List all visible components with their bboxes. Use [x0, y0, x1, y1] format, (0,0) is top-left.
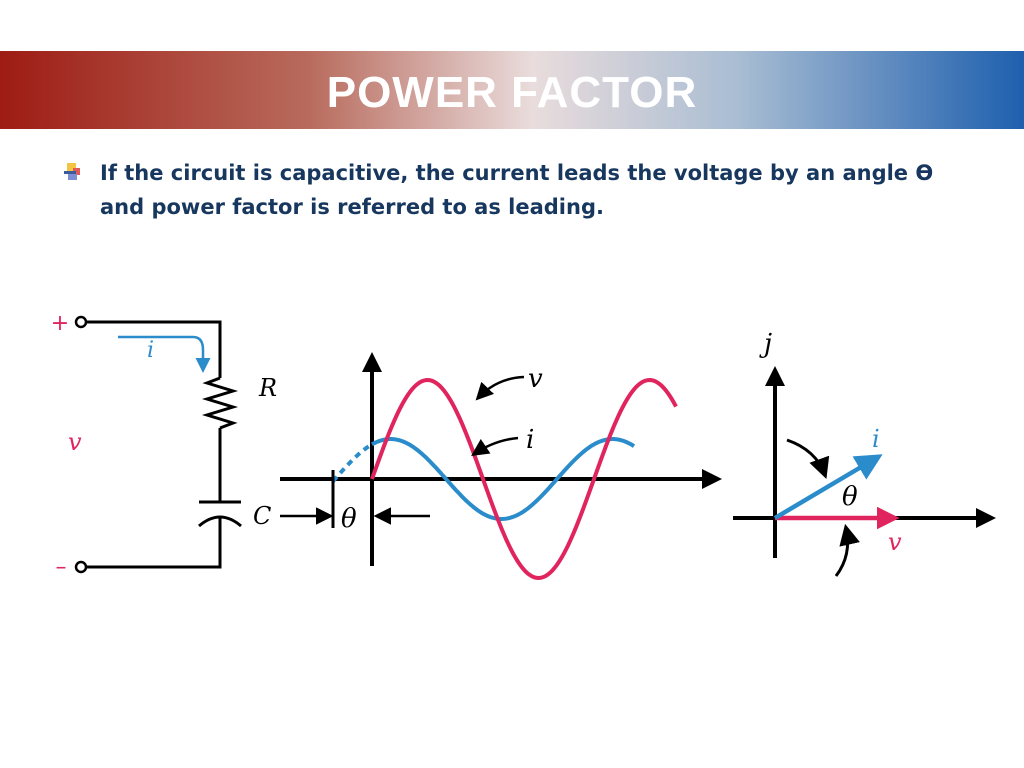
current-wave-label: i	[526, 425, 534, 455]
slide-title: POWER FACTOR	[326, 68, 698, 117]
source-voltage-label: v	[68, 428, 82, 456]
resistor-label: R	[258, 374, 277, 402]
current-arrow	[118, 335, 211, 373]
voltage-phasor-label: v	[888, 528, 902, 556]
phasor-diagram: j v i θ	[733, 329, 996, 577]
phasor-angle-label: θ	[842, 482, 858, 512]
bullet-icon	[64, 163, 80, 180]
current-label: i	[147, 338, 154, 363]
minus-terminal	[74, 560, 88, 574]
current-phasor-label: i	[872, 425, 880, 453]
angle-pointer-bottom	[834, 523, 860, 577]
diagram: + R C – v i v i	[51, 311, 996, 581]
voltage-wave	[370, 377, 678, 581]
current-wave	[371, 437, 636, 521]
angle-pointer-top	[786, 438, 830, 479]
plus-terminal-label: +	[51, 311, 69, 336]
bullet-text: If the circuit is capacitive, the curren…	[100, 161, 934, 219]
resistor	[201, 376, 239, 430]
circuit: + R C – v i	[51, 311, 277, 580]
waveform-plot: v i θ	[280, 352, 722, 581]
phase-angle-label: θ	[341, 504, 357, 534]
title-band: POWER FACTOR	[0, 51, 1024, 129]
voltage-pointer	[475, 375, 525, 401]
current-pointer	[471, 436, 519, 456]
current-wave-extension	[331, 443, 373, 483]
bottom-wire	[86, 517, 222, 569]
current-phasor	[773, 454, 883, 520]
minus-terminal-label: –	[56, 555, 67, 580]
voltage-wave-label: v	[528, 364, 543, 394]
plus-terminal	[74, 315, 88, 329]
top-wire	[86, 320, 222, 378]
imaginary-axis-label: j	[759, 329, 772, 359]
capacitor-label: C	[253, 502, 271, 530]
